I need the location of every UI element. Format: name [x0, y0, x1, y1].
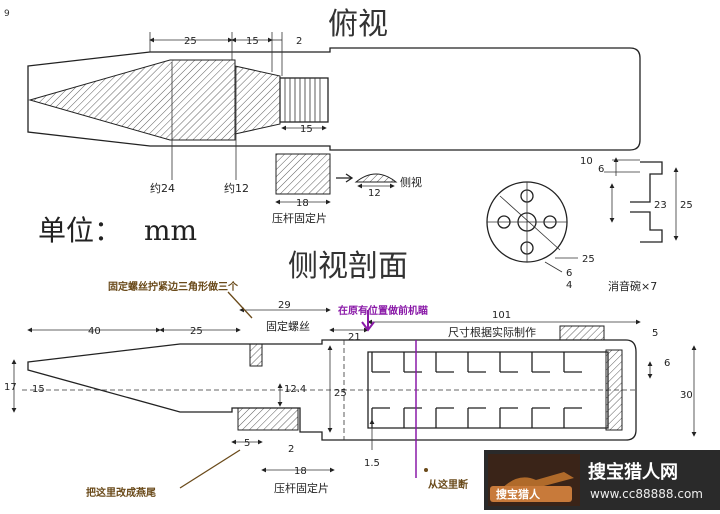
baffle-detail: 25 6 4 10 6 23 25 消音碗×7 — [486, 156, 693, 293]
side-dim-6: 6 — [664, 358, 670, 369]
drill-note: 在原有位置做前机瞄 — [338, 304, 428, 317]
screw-note-leader — [227, 291, 253, 319]
arrow-to-side — [336, 173, 354, 183]
watermark-art: 搜宝猎人 搜宝猎人网 www.cc88888.com — [484, 450, 720, 510]
side-dim-17: 17 — [4, 382, 17, 393]
page-number: 9 — [4, 9, 10, 19]
label-fixing-screw: 固定螺丝 — [266, 319, 310, 333]
baffle-caption: 消音碗×7 — [608, 279, 657, 293]
watermark-url: www.cc88888.com — [590, 487, 703, 501]
insert-block — [279, 77, 329, 123]
label-plate-side: 压杆固定片 — [274, 481, 329, 495]
side-dim-5-right: 5 — [652, 328, 658, 339]
top-view: 25 15 2 15 约24 约12 侧视 12 18 压杆固定片 — [27, 32, 641, 225]
dovetail-note: 把这里改成燕尾 — [86, 486, 156, 499]
profile-dim-6: 6 — [598, 164, 604, 175]
side-view: 40 25 29 21 101 5 固定螺丝 尺寸根据实际制作 17 15 12… — [4, 291, 697, 495]
barrel-outline — [27, 47, 641, 151]
side-dim-18: 18 — [294, 466, 307, 477]
side-dim-30: 30 — [680, 390, 693, 401]
side-dim-15: 15 — [32, 384, 45, 395]
dim-top-15: 15 — [246, 36, 259, 47]
top-view-title: 俯视 — [328, 7, 388, 42]
screw-note: 固定螺丝拧紧边三角形做三个 — [108, 280, 239, 293]
dim-top-2: 2 — [296, 36, 302, 47]
side-dim-29: 29 — [278, 300, 291, 311]
side-dim-21: 21 — [348, 332, 361, 343]
label-plate-top: 压杆固定片 — [272, 211, 327, 225]
baffle-profile-bottom — [630, 211, 663, 243]
plate-side-profile — [354, 173, 398, 183]
circle-dim-4: 4 — [566, 280, 572, 291]
watermark-badge: 搜宝猎人 — [496, 487, 541, 501]
dim-top-25: 25 — [184, 36, 197, 47]
side-dim-25-v: 25 — [334, 388, 347, 399]
cut-note: 从这里断 — [428, 478, 468, 491]
watermark-site-name: 搜宝猎人网 — [588, 461, 678, 483]
side-body-outline — [27, 339, 637, 441]
unit-label: 单位： — [38, 214, 122, 247]
side-dim-5-bottom: 5 — [244, 438, 250, 449]
side-dim-1-5: 1.5 — [364, 458, 380, 469]
side-dim-2-bottom: 2 — [288, 444, 294, 455]
label-dia24: 约24 — [150, 182, 175, 195]
side-dim-25: 25 — [190, 326, 203, 337]
profile-dim-25: 25 — [680, 200, 693, 211]
dim-top-15b: 15 — [300, 124, 313, 135]
fixing-screw — [249, 343, 263, 367]
front-sight — [559, 325, 605, 341]
label-dia12: 约12 — [224, 182, 249, 195]
unit-value: mm — [144, 214, 197, 247]
label-size-note: 尺寸根据实际制作 — [448, 325, 536, 339]
profile-dim-10: 10 — [580, 156, 593, 167]
side-dim-101: 101 — [492, 310, 511, 321]
side-view-title: 侧视剖面 — [288, 249, 408, 284]
sight-arrow — [361, 310, 375, 332]
dovetail-note-leader — [179, 449, 241, 489]
baffle-profile-top — [630, 161, 663, 203]
circle-dim-6: 6 — [566, 268, 572, 279]
dim-plate-18: 18 — [296, 198, 309, 209]
circle-dim-25: 25 — [582, 254, 595, 265]
plate-top-view — [275, 153, 331, 195]
side-dim-12-4: 12.4 — [284, 384, 306, 395]
dim-plate-12: 12 — [368, 188, 381, 199]
profile-dim-23: 23 — [654, 200, 667, 211]
neck-section — [234, 65, 281, 135]
cone-section — [28, 59, 236, 141]
watermark: 搜宝猎人 搜宝猎人网 www.cc88888.com — [484, 450, 720, 510]
plate-side-section — [237, 407, 299, 431]
label-side-view: 侧视 — [400, 175, 422, 189]
end-cap — [605, 349, 623, 431]
side-dim-40: 40 — [88, 326, 101, 337]
